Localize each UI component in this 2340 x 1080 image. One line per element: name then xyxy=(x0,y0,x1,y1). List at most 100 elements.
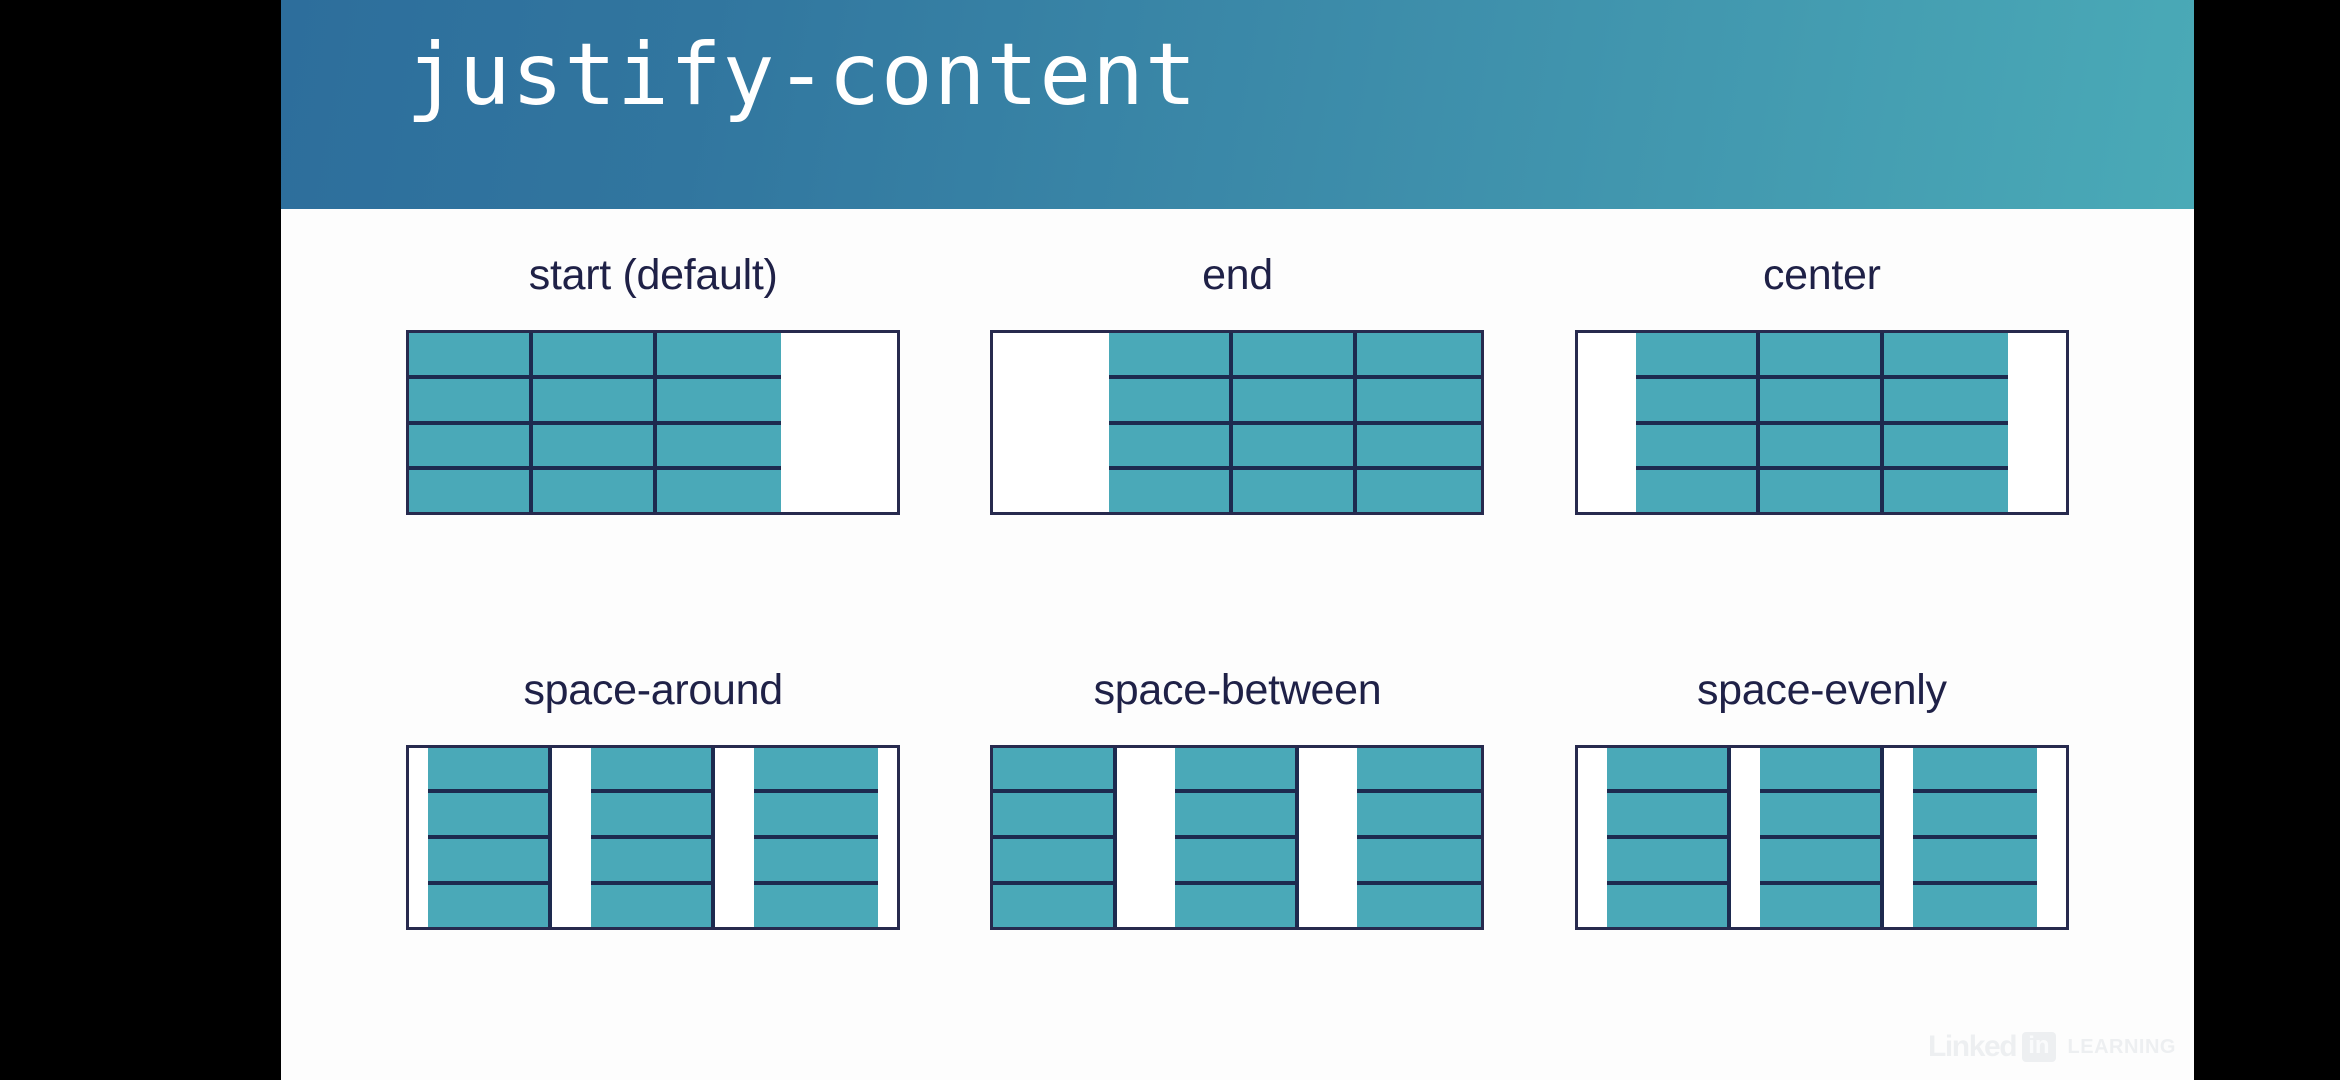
flex-item-cell xyxy=(993,880,1118,927)
flex-item xyxy=(409,333,534,512)
flex-item-cell xyxy=(753,789,878,835)
flex-item-cell xyxy=(1606,880,1731,927)
flex-item-cell xyxy=(1233,374,1358,421)
example-start: start (default) xyxy=(361,251,945,666)
flex-item-cell xyxy=(1759,835,1884,881)
flex-item-cell xyxy=(1109,374,1234,421)
flex-item-cell xyxy=(1635,333,1760,375)
flex-item-cell xyxy=(1109,466,1234,512)
flex-item-cell xyxy=(1635,374,1760,421)
example-label: start (default) xyxy=(528,251,778,299)
flex-item-cell xyxy=(657,420,782,467)
flex-item-cell xyxy=(591,880,716,927)
flex-item-cell xyxy=(1606,835,1731,881)
flex-item-cell xyxy=(1109,420,1234,467)
flex-item-cell xyxy=(1759,789,1884,835)
flex-item-cell xyxy=(1357,880,1482,927)
flex-container-space-evenly xyxy=(1574,744,2069,930)
flex-container-start xyxy=(406,330,901,515)
flex-item-cell xyxy=(1233,466,1358,512)
flex-container-space-between xyxy=(990,744,1485,930)
flex-item-cell xyxy=(533,466,658,512)
flex-item-cell xyxy=(1606,789,1731,835)
flex-item xyxy=(1233,333,1358,512)
flex-item-cell xyxy=(533,333,658,375)
flex-item-cell xyxy=(1109,333,1234,375)
flex-item xyxy=(753,747,878,927)
flex-item-cell xyxy=(1912,880,2037,927)
flex-item-cell xyxy=(1357,789,1482,835)
flex-item-cell xyxy=(1357,835,1482,881)
watermark-product: LEARNING xyxy=(2067,1036,2176,1058)
flex-item-cell xyxy=(1357,333,1482,375)
flex-item-cell xyxy=(993,835,1118,881)
flex-item-cell xyxy=(1883,333,2008,375)
flex-item-cell xyxy=(1357,374,1482,421)
flex-item-cell xyxy=(591,835,716,881)
flex-item xyxy=(1109,333,1234,512)
flex-item xyxy=(1175,747,1300,927)
example-space-between: space-between xyxy=(945,666,1529,1080)
flex-item-cell xyxy=(1175,747,1300,790)
flex-item xyxy=(1635,333,1760,512)
flex-item-cell xyxy=(1759,333,1884,375)
flex-item-cell xyxy=(1606,747,1731,790)
flex-item-cell xyxy=(1175,880,1300,927)
flex-item-cell xyxy=(657,466,782,512)
flex-item xyxy=(1357,333,1482,512)
flex-item xyxy=(1883,333,2008,512)
example-center: center xyxy=(1530,251,2114,666)
flex-item-cell xyxy=(591,789,716,835)
flex-item-cell xyxy=(1883,420,2008,467)
flex-item xyxy=(428,747,553,927)
flex-item-cell xyxy=(753,880,878,927)
linkedin-learning-watermark: Linked in LEARNING xyxy=(1928,1032,2176,1062)
flex-item xyxy=(591,747,716,927)
example-space-around: space-around xyxy=(361,666,945,1080)
flex-item-cell xyxy=(1175,835,1300,881)
flex-item xyxy=(657,333,782,512)
flex-item-cell xyxy=(1759,747,1884,790)
example-label: space-around xyxy=(523,665,783,714)
flex-container-end xyxy=(990,330,1485,515)
flex-item xyxy=(993,747,1118,927)
flex-item-cell xyxy=(428,835,553,881)
flex-item-cell xyxy=(993,747,1118,790)
example-end: end xyxy=(945,251,1529,666)
flex-item-cell xyxy=(409,333,534,375)
flex-item xyxy=(1759,747,1884,927)
flex-item xyxy=(1606,747,1731,927)
flex-item-cell xyxy=(1883,374,2008,421)
flex-item-cell xyxy=(428,789,553,835)
example-space-evenly: space-evenly xyxy=(1530,666,2114,1080)
flex-item-cell xyxy=(409,466,534,512)
flex-item-cell xyxy=(409,420,534,467)
flex-item-cell xyxy=(1233,420,1358,467)
flex-item-cell xyxy=(657,333,782,375)
flex-item-cell xyxy=(533,374,658,421)
flex-container-space-around xyxy=(406,744,901,930)
flex-item-cell xyxy=(1759,374,1884,421)
flex-item-cell xyxy=(1635,420,1760,467)
flex-item-cell xyxy=(1912,835,2037,881)
flex-item-cell xyxy=(428,880,553,927)
flex-item-cell xyxy=(1357,466,1482,512)
flex-item-cell xyxy=(1912,789,2037,835)
flex-item-cell xyxy=(591,747,716,790)
flex-item-cell xyxy=(409,374,534,421)
flex-item-cell xyxy=(1175,789,1300,835)
flex-item-cell xyxy=(1912,747,2037,790)
flex-item-cell xyxy=(1357,747,1482,790)
flex-item-cell xyxy=(1883,466,2008,512)
example-label: space-evenly xyxy=(1696,665,1947,714)
flex-item-cell xyxy=(533,420,658,467)
flex-item-cell xyxy=(1759,466,1884,512)
watermark-in-badge: in xyxy=(2022,1032,2056,1062)
flex-item-cell xyxy=(1233,333,1358,375)
flex-item-cell xyxy=(1357,420,1482,467)
slide-title-bar: justify-content xyxy=(281,0,2194,209)
flex-item-cell xyxy=(1635,466,1760,512)
flex-item-cell xyxy=(753,747,878,790)
